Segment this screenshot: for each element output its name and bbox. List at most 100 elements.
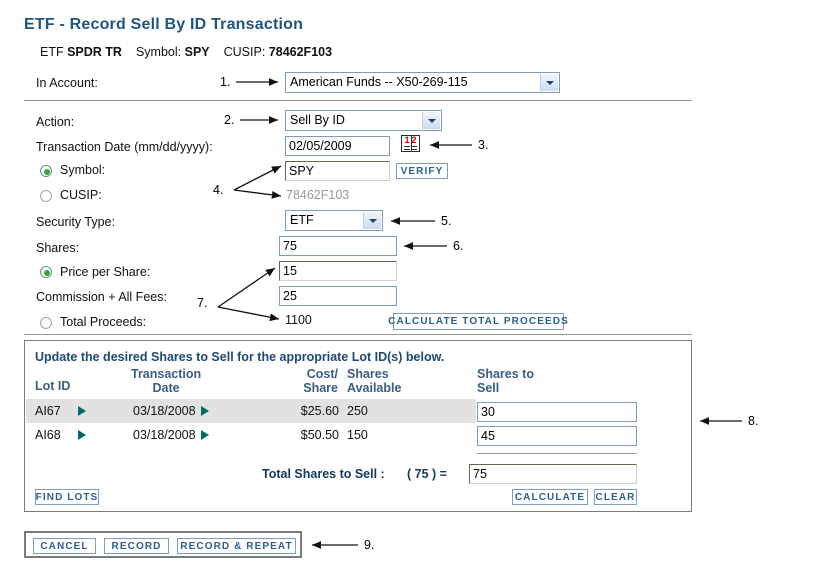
record-and-repeat-button[interactable]: RECORD & REPEAT <box>177 538 296 554</box>
column-header-cost-share: Cost/ Share <box>280 367 338 395</box>
cell-transaction-date: 03/18/2008 <box>133 404 196 418</box>
commission-label: Commission + All Fees: <box>36 290 167 304</box>
total-divider <box>477 453 637 454</box>
annotation-7: 7. <box>197 296 208 310</box>
in-account-label: In Account: <box>36 76 98 90</box>
column-header-shares-to-sell: Shares to Sell <box>477 367 534 395</box>
divider-2 <box>24 334 692 335</box>
clear-button[interactable]: CLEAR <box>594 489 637 505</box>
annotation-2: 2. <box>224 113 235 127</box>
shares-to-sell-value: 30 <box>481 405 495 419</box>
calendar-digit-left: 1 <box>404 135 410 145</box>
symbol-label: Symbol: <box>135 45 182 59</box>
record-button[interactable]: RECORD <box>104 538 169 554</box>
chevron-down-icon[interactable] <box>540 74 558 91</box>
calendar-digit-right: 2 <box>411 135 417 145</box>
column-header-sell: Sell <box>477 381 500 395</box>
in-account-select[interactable]: American Funds -- X50-269-115 <box>285 72 560 93</box>
cell-lot-id: AI68 <box>35 428 61 442</box>
cell-transaction-date: 03/18/2008 <box>133 428 196 442</box>
lot-detail-arrow-icon[interactable] <box>78 430 86 440</box>
symbol-radio-label: Symbol: <box>60 163 106 177</box>
date-detail-arrow-icon[interactable] <box>201 430 209 440</box>
total-shares-label: Total Shares to Sell : <box>262 467 385 481</box>
price-per-share-value: 15 <box>283 264 297 278</box>
cusip-radio-label: CUSIP: <box>60 188 102 202</box>
date-detail-arrow-icon[interactable] <box>201 406 209 416</box>
symbol-radio[interactable] <box>40 165 52 177</box>
column-header-share: Share <box>303 381 338 395</box>
annotation-3: 3. <box>478 138 489 152</box>
cancel-button[interactable]: CANCEL <box>33 538 96 554</box>
chevron-down-icon[interactable] <box>363 212 381 229</box>
footer-button-bar: CANCEL RECORD RECORD & REPEAT <box>24 531 302 558</box>
calendar-spine <box>410 136 412 151</box>
action-select[interactable]: Sell By ID <box>285 110 442 131</box>
total-shares-value: 75 <box>473 467 487 481</box>
column-header-available: Available <box>347 381 402 395</box>
total-shares-input[interactable]: 75 <box>469 464 637 484</box>
transaction-date-value: 02/05/2009 <box>289 139 352 153</box>
lot-panel: Update the desired Shares to Sell for th… <box>24 340 692 512</box>
security-name: SPDR TR <box>67 45 122 59</box>
column-header-date: Date <box>152 381 180 395</box>
total-proceeds-label: Total Proceeds: <box>60 315 147 329</box>
calendar-line <box>411 149 417 150</box>
calendar-icon[interactable]: 1 2 <box>401 135 420 152</box>
cell-cost-share: $50.50 <box>300 428 339 442</box>
security-type-select[interactable]: ETF <box>285 210 383 231</box>
shares-to-sell-input[interactable]: 45 <box>477 426 637 446</box>
column-header-lot-id: Lot ID <box>35 379 71 393</box>
annotation-5: 5. <box>441 214 452 228</box>
cusip-value: 78462F103 <box>268 45 333 59</box>
cell-shares-available: 150 <box>347 428 368 442</box>
annotation-1: 1. <box>220 75 231 89</box>
calendar-line <box>404 146 410 147</box>
cell-shares-available: 250 <box>347 404 368 418</box>
shares-value: 75 <box>283 239 297 253</box>
transaction-date-input[interactable]: 02/05/2009 <box>285 136 390 156</box>
column-header-transaction-date: Transaction Date <box>131 367 201 395</box>
lot-detail-arrow-icon[interactable] <box>78 406 86 416</box>
price-per-share-radio[interactable] <box>40 266 52 278</box>
price-per-share-input[interactable]: 15 <box>279 261 397 281</box>
cusip-radio[interactable] <box>40 190 52 202</box>
symbol-input[interactable]: SPY <box>285 161 390 181</box>
calendar-line <box>411 146 417 147</box>
price-per-share-label: Price per Share: <box>60 265 151 279</box>
shares-input[interactable]: 75 <box>279 236 397 256</box>
find-lots-button[interactable]: FIND LOTS <box>35 489 99 505</box>
annotation-4: 4. <box>213 183 224 197</box>
commission-value: 25 <box>283 289 297 303</box>
commission-input[interactable]: 25 <box>279 286 397 306</box>
column-header-shares-available: Shares Available <box>347 367 401 395</box>
symbol-value: SPY <box>184 45 210 59</box>
calculate-button[interactable]: CALCULATE <box>512 489 588 505</box>
annotation-9: 9. <box>364 538 375 552</box>
total-proceeds-value: 1100 <box>285 313 312 327</box>
column-header-shares-to: Shares to <box>477 367 534 381</box>
calculate-total-proceeds-button[interactable]: CALCULATE TOTAL PROCEEDS <box>388 313 568 330</box>
verify-button[interactable]: VERIFY <box>396 163 448 179</box>
shares-to-sell-input[interactable]: 30 <box>477 402 637 422</box>
transaction-date-label: Transaction Date (mm/dd/yyyy): <box>36 140 213 154</box>
security-type-value: ETF <box>290 213 314 227</box>
cell-cost-share: $25.60 <box>300 404 339 418</box>
security-type-label: Security Type: <box>36 215 115 229</box>
total-proceeds-radio[interactable] <box>40 317 52 329</box>
divider-1 <box>24 100 692 101</box>
column-header-shares: Shares <box>347 367 389 381</box>
row-highlight <box>26 399 476 423</box>
annotation-8: 8. <box>748 414 759 428</box>
symbol-input-value: SPY <box>289 164 315 178</box>
cell-lot-id: AI67 <box>35 404 61 418</box>
shares-to-sell-value: 45 <box>481 429 495 443</box>
security-prefix: ETF <box>40 45 64 59</box>
chevron-down-icon[interactable] <box>422 112 440 129</box>
annotation-6: 6. <box>453 239 464 253</box>
action-value: Sell By ID <box>290 113 345 127</box>
total-shares-paren: ( 75 ) = <box>407 467 447 481</box>
cusip-readonly-value: 78462F103 <box>286 188 350 202</box>
shares-label: Shares: <box>36 241 80 255</box>
